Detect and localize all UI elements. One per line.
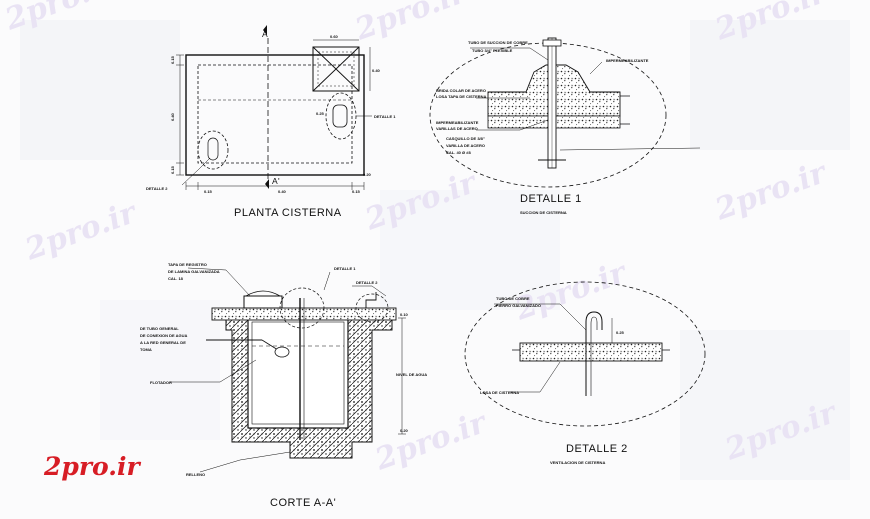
note-label: TUBO 3/4" FLEXIBLE — [472, 48, 513, 53]
dim-label: 0.15 — [204, 189, 213, 194]
note-label: DE TUBO GENERAL — [140, 326, 179, 331]
cut-arrow-icon — [265, 179, 269, 189]
dim-label: NIVEL DE AGUA — [396, 372, 427, 377]
note-label: BRIDA COLAR DE ACERO — [436, 88, 486, 93]
corte-title: CORTE A-A' — [270, 497, 336, 509]
note-label: CASQUILLO DE 3/8" — [446, 136, 485, 141]
detalle-1-title: DETALLE 1 — [520, 193, 582, 205]
dim-label: 0.25 — [316, 111, 325, 116]
cut-label-bottom: A' — [272, 176, 280, 186]
note-label: A LA RED GENERAL DE — [140, 340, 186, 345]
detalle-2-subtitle: VENTILACION DE CISTERNA — [550, 460, 605, 465]
detail-ref-label: DETALLE 2 — [146, 186, 168, 191]
note-label: FIERRO GALVANIZADO — [496, 303, 541, 308]
dim-label: 0.20 — [400, 428, 409, 433]
note-label: DETALLE 2 — [356, 280, 378, 285]
note-label: VARILLA DE ACERO — [446, 143, 485, 148]
dim-label: 0.15 — [352, 189, 361, 194]
detalle-2-title: DETALLE 2 — [566, 443, 628, 455]
corte-labels: TAPA DE REGISTRO DE LAMINA GALVANIZADA C… — [140, 262, 427, 509]
note-label: VARILLAS DE ACERO — [436, 126, 478, 131]
note-label: LOSA DE CISTERNA — [480, 390, 519, 395]
corte-a-a — [170, 267, 406, 473]
note-label: IMPERMEABILIZANTE — [436, 120, 479, 125]
dim-label: 0.15 — [170, 55, 175, 64]
note-label: DETALLE 1 — [334, 266, 356, 271]
detalle-1-subtitle: SUCCION DE CISTERNA — [520, 210, 567, 215]
detalle-2-labels: TUBO DE COBRE FIERRO GALVANIZADO LOSA DE… — [480, 296, 628, 465]
note-label: IMPERMEABILIZANTE — [606, 58, 649, 63]
note-label: TUBO DE SUCCION DE COBRE — [468, 40, 528, 45]
note-label: TUBO DE COBRE — [496, 296, 530, 301]
detalle-1-labels: TUBO DE SUCCION DE COBRE TUBO 3/4" FLEXI… — [436, 40, 649, 215]
note-label: RELLENO — [186, 472, 205, 477]
note-label: DE LAMINA GALVANIZADA — [168, 269, 220, 274]
planta-cisterna — [176, 38, 372, 190]
dim-label: 0.15 — [170, 165, 175, 174]
dim-label: 0.60 — [330, 34, 339, 39]
dim-label: 0.40 — [372, 68, 381, 73]
dim-label: 0.10 — [400, 312, 409, 317]
planta-labels: A A' 0.60 0.40 0.25 0.20 0.15 0.40 0.15 … — [146, 25, 396, 219]
note-label: FLOTADOR — [150, 380, 172, 385]
note-label: TAPA DE REGISTRO — [168, 262, 207, 267]
note-label: TOMA — [140, 347, 152, 352]
note-label: DETALLE 1 — [374, 114, 396, 119]
planta-title: PLANTA CISTERNA — [234, 207, 342, 219]
detalle-2 — [464, 281, 706, 427]
note-label: DE CONEXION DE AGUA — [140, 333, 188, 338]
cut-arrow-icon — [263, 25, 267, 35]
brand-logo: 2pro.ir — [44, 452, 140, 481]
note-label: LOSA TAPA DE CISTERNA — [436, 94, 487, 99]
dim-label: 0.25 — [616, 330, 625, 335]
note-label: CAL. 18 — [168, 276, 184, 281]
dim-label: 0.40 — [278, 189, 287, 194]
detalle-1 — [429, 37, 701, 188]
dim-label: 0.20 — [363, 172, 372, 177]
cut-label-top: A — [262, 29, 268, 39]
note-label: CAL. 40 Ø #8 — [446, 150, 471, 155]
dim-label: 0.40 — [170, 112, 175, 121]
